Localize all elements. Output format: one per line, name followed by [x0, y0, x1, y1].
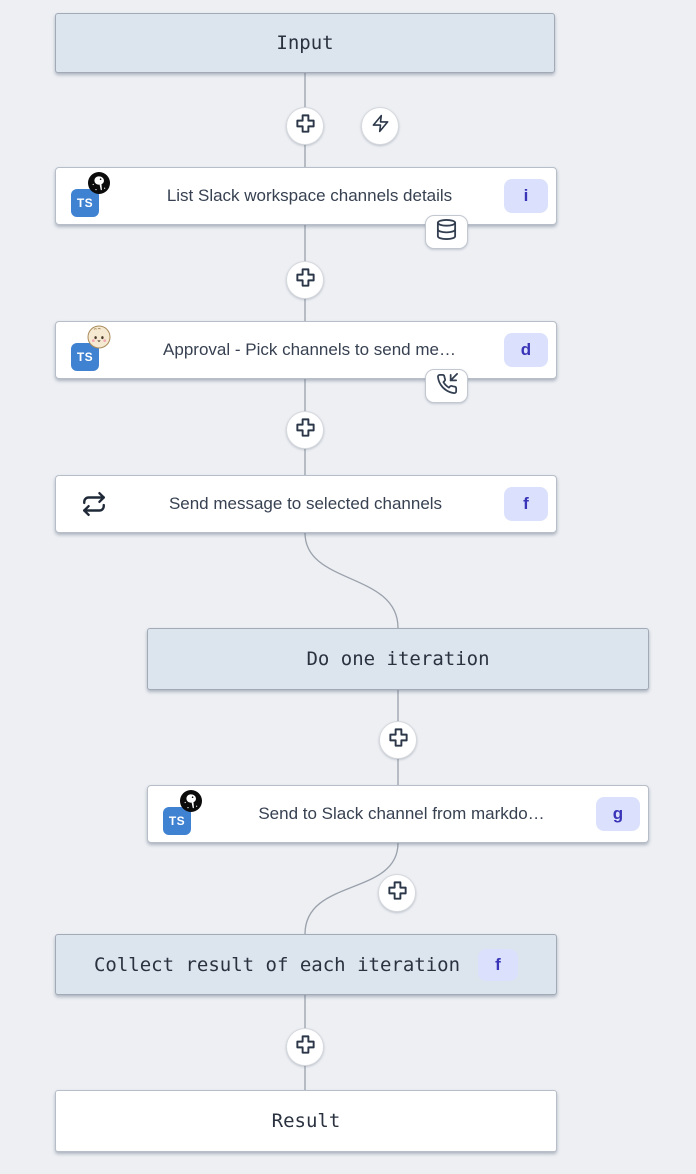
step-id-badge: g — [596, 797, 640, 831]
add-step-button[interactable] — [286, 261, 324, 299]
database-icon — [435, 218, 458, 246]
do-one-iteration-node[interactable]: Do one iteration — [147, 628, 649, 690]
collect-result-label: Collect result of each iteration — [93, 953, 461, 976]
step-language-icons: TS — [71, 322, 115, 378]
deno-icon — [87, 171, 111, 195]
deno-icon — [179, 789, 203, 813]
step-language-icons: TS — [71, 168, 115, 224]
step-title: Send message to selected channels — [168, 494, 443, 513]
step-title: Send to Slack channel from markdo… — [258, 804, 545, 823]
add-step-button[interactable] — [286, 107, 324, 145]
plus-icon — [294, 1033, 317, 1061]
suspend-approval-indicator-badge — [425, 369, 468, 403]
step-send-to-slack-channel[interactable]: TS Send to Slack channel from markdo… g — [147, 785, 649, 843]
add-step-button[interactable] — [286, 411, 324, 449]
add-trigger-button[interactable] — [361, 107, 399, 145]
add-step-button[interactable] — [286, 1028, 324, 1066]
step-list-slack-channels[interactable]: TS List Slack workspace channels details… — [55, 167, 557, 225]
step-id-badge: f — [504, 487, 548, 521]
plus-icon — [294, 266, 317, 294]
bun-icon — [87, 325, 111, 349]
result-node[interactable]: Result — [55, 1090, 557, 1152]
step-id-badge: f — [478, 948, 519, 981]
add-step-button[interactable] — [378, 874, 416, 912]
step-id-badge: d — [504, 333, 548, 367]
step-id-badge: i — [504, 179, 548, 213]
result-node-label: Result — [271, 1110, 341, 1132]
step-language-icons: TS — [163, 786, 207, 842]
step-approval-pick-channels[interactable]: TS Approval - Pick channels to send me… … — [55, 321, 557, 379]
input-node[interactable]: Input — [55, 13, 555, 73]
zap-icon — [371, 114, 390, 138]
plus-icon — [294, 112, 317, 140]
repeat-loop-icon — [81, 491, 107, 517]
typescript-icon: TS — [71, 189, 99, 217]
step-forloop-send-message[interactable]: Send message to selected channels f — [55, 475, 557, 533]
add-step-button[interactable] — [379, 721, 417, 759]
plus-icon — [294, 416, 317, 444]
input-node-label: Input — [276, 32, 334, 54]
plus-icon — [387, 726, 410, 754]
step-title: Approval - Pick channels to send me… — [163, 340, 456, 359]
plus-icon — [386, 879, 409, 907]
typescript-icon: TS — [71, 343, 99, 371]
cache-indicator-badge — [425, 215, 468, 249]
typescript-icon: TS — [163, 807, 191, 835]
collect-result-node[interactable]: Collect result of each iteration f — [55, 934, 557, 995]
step-title: List Slack workspace channels details — [166, 186, 453, 205]
phone-incoming-icon — [436, 372, 458, 400]
do-one-iteration-label: Do one iteration — [306, 648, 490, 670]
